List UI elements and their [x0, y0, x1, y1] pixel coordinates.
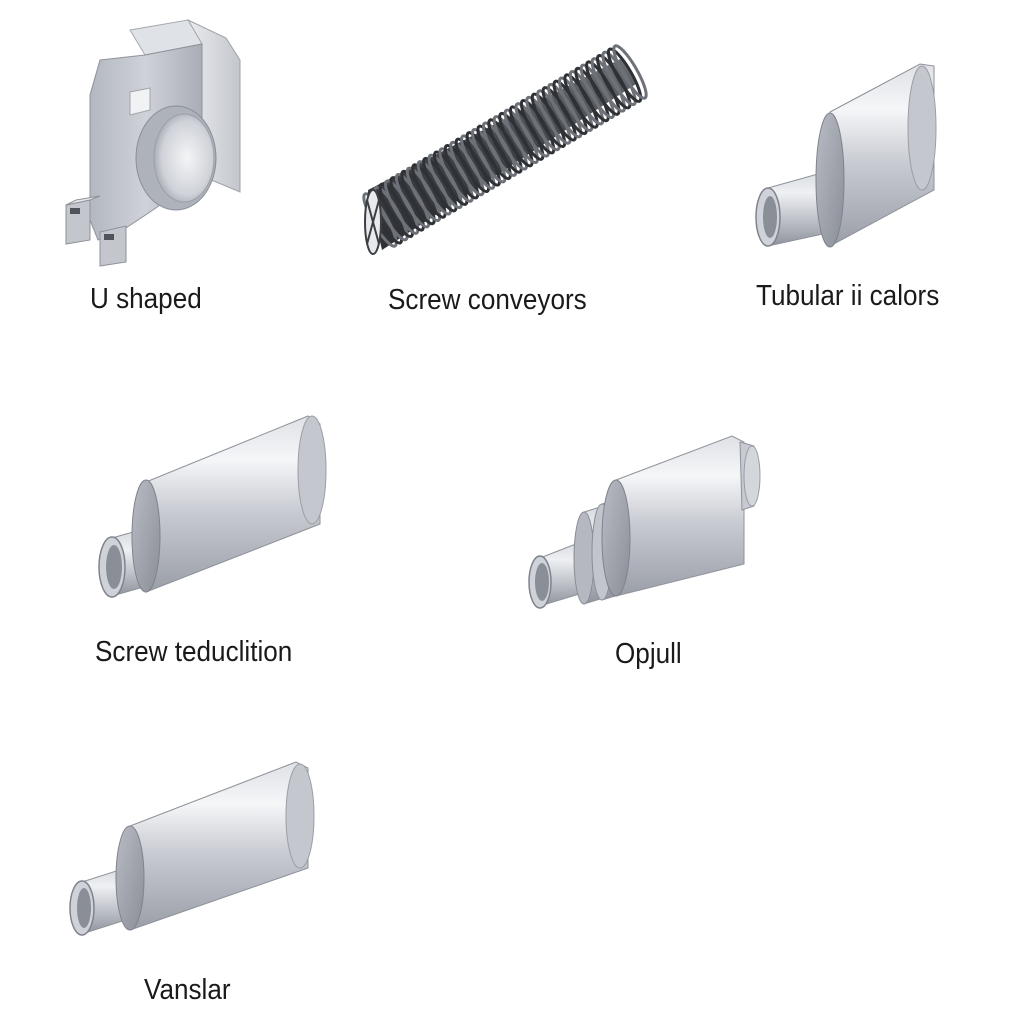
- diagram-item-tubular: Tubular ii calors: [740, 40, 1024, 330]
- diagram-item-screw-reduction: Screw teduclition: [60, 390, 380, 690]
- item-label: Opjull: [615, 638, 682, 670]
- diagram-item-opjull: Opjull: [500, 400, 800, 690]
- diagram-item-vanslar: Vanslar: [60, 740, 360, 1020]
- item-label: Screw conveyors: [388, 284, 587, 316]
- diagram-item-u-shaped: U shaped: [0, 0, 300, 330]
- diagram-item-screw-conveyors: Screw conveyors: [340, 40, 680, 330]
- screw-spiral-icon: [362, 44, 648, 255]
- spiral-coil: [612, 44, 648, 100]
- item-label: Tubular ii calors: [756, 280, 940, 312]
- stepped-cylinder-icon: [69, 761, 315, 936]
- item-label: U shaped: [90, 283, 202, 315]
- item-label: Vanslar: [144, 974, 231, 1006]
- spiral-coil: [606, 47, 643, 103]
- multi-step-cylinder-icon: [528, 435, 761, 609]
- stepped-cylinder-icon: [98, 415, 327, 598]
- spiral-coils: [362, 44, 648, 248]
- item-label: Screw teduclition: [95, 636, 293, 668]
- tubular-cylinder-icon: [755, 63, 937, 248]
- u-shaped-trough-icon: [65, 18, 241, 267]
